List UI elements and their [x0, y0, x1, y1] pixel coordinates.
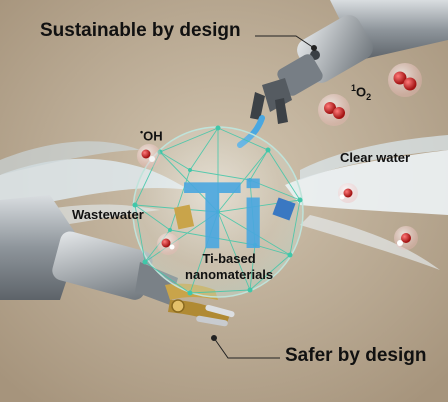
bottom-robot-arm [0, 195, 178, 305]
clear-water-label: Clear water [340, 150, 411, 165]
ti-label-line1: Ti-based [202, 251, 256, 266]
o2-subscript: 2 [366, 91, 372, 102]
blue-nanoparticle [272, 197, 296, 221]
radical-dot: • [140, 127, 144, 137]
bottom-label-leader [213, 337, 280, 359]
sustainable-label: Sustainable by design [40, 20, 241, 41]
singlet-oxygen-molecule-2 [388, 63, 422, 97]
top-label-leader [255, 35, 315, 49]
singlet-oxygen-molecule-1 [318, 94, 350, 126]
bottom-label-dot [211, 335, 217, 341]
clear-water-stream [285, 135, 448, 270]
singlet-oxygen-label: 1O2 [351, 83, 371, 102]
o2-text: O [356, 84, 367, 100]
ti-label-line2: nanomaterials [185, 267, 274, 282]
o2-superscript: 1 [351, 83, 357, 93]
top-robot-arm [250, 0, 448, 124]
oh-text: OH [143, 128, 163, 144]
top-label-dot [311, 45, 317, 51]
hydroxyl-molecule [137, 144, 161, 168]
water-molecule-right-2 [394, 226, 418, 250]
gold-nanoparticle [173, 204, 195, 230]
wastewater-label: Wastewater [72, 207, 144, 222]
hydroxyl-radical-label: •OH [140, 127, 163, 143]
ti-letters: Ti [183, 162, 267, 269]
safer-label: Safer by design [285, 345, 427, 366]
water-molecule-right-1 [338, 183, 358, 203]
geodesic-sphere: Ti [132, 125, 304, 298]
water-molecule-left [157, 233, 179, 255]
ti-nanomaterials-label: Ti-based nanomaterials [185, 251, 273, 283]
